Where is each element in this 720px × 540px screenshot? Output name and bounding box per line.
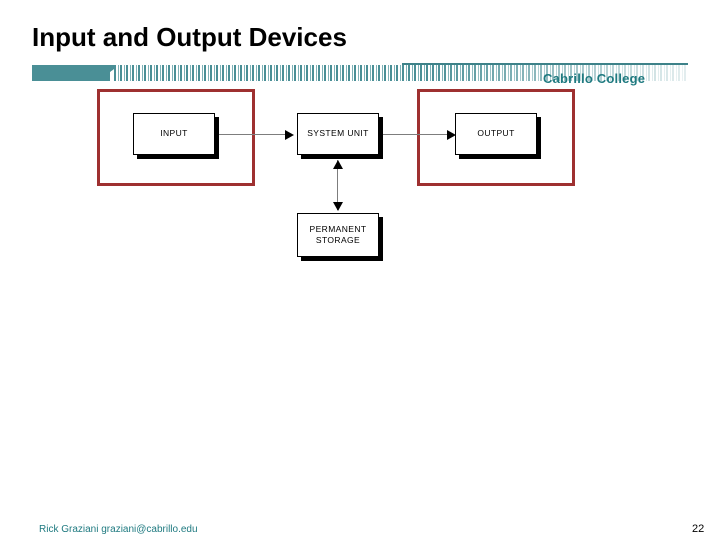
header-banner <box>32 63 688 85</box>
arrowhead-up-to-system <box>333 160 343 169</box>
college-name-label: Cabrillo College <box>543 71 646 86</box>
arrowhead-right-to-output <box>447 130 456 140</box>
arrowhead-down-to-storage <box>333 202 343 211</box>
node-permanent-storage-line2: STORAGE <box>315 235 361 245</box>
page-title: Input and Output Devices <box>32 22 347 52</box>
page-number: 22 <box>692 523 705 535</box>
node-output: OUTPUT <box>455 113 537 155</box>
banner-divider-rule <box>402 63 688 65</box>
node-permanent-storage-line1: PERMANENT <box>309 223 367 234</box>
connector-system-to-storage <box>337 160 338 210</box>
arrowhead-right-to-system <box>285 130 294 140</box>
banner-stripe-comb <box>114 65 688 81</box>
highlight-rect-output <box>417 89 575 186</box>
node-input: INPUT <box>133 113 215 155</box>
banner-solid-block <box>32 65 110 81</box>
node-permanent-storage: PERMANENT STORAGE <box>297 213 379 257</box>
node-system-unit: SYSTEM UNIT <box>297 113 379 155</box>
connector-input-to-system <box>218 134 286 135</box>
footer-credit: Rick Graziani graziani@cabrillo.edu <box>39 524 198 535</box>
highlight-rect-input <box>97 89 255 186</box>
connector-system-to-output <box>382 134 448 135</box>
